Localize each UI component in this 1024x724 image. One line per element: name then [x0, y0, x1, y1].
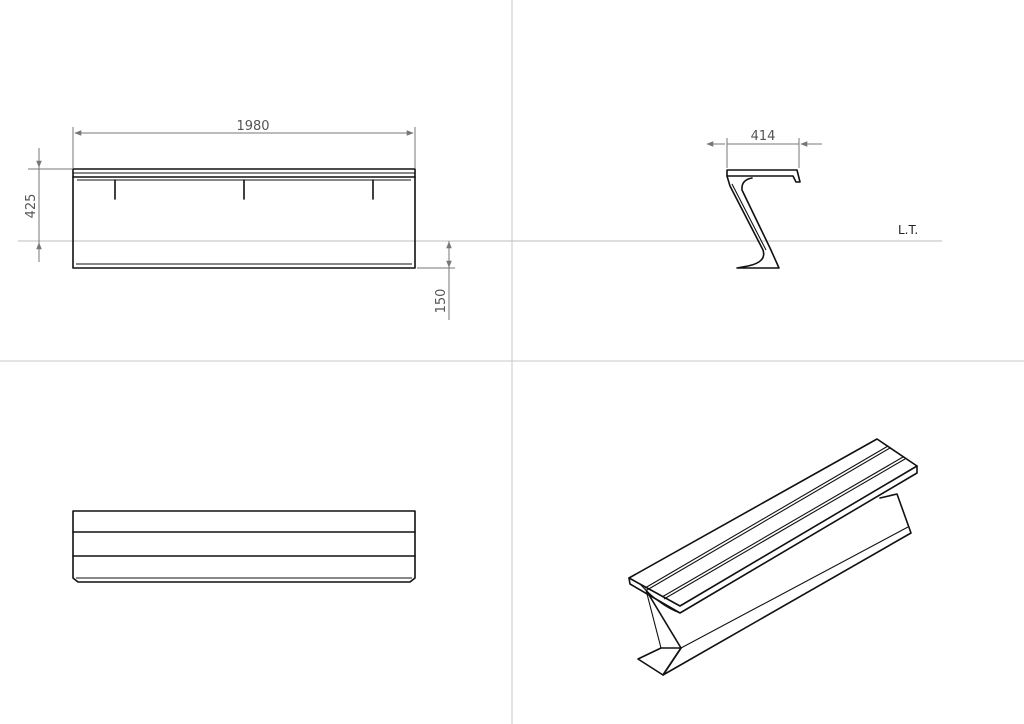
ground-line-label: L.T.	[898, 223, 918, 237]
dim-length-label: 1980	[236, 119, 269, 134]
dim-depth-label: 414	[751, 129, 776, 144]
top-seat-outline	[72, 510, 416, 583]
dim-depth: 414	[706, 129, 822, 168]
isometric-view	[628, 438, 918, 676]
top-view	[72, 510, 416, 583]
dim-ground-offset: 150	[417, 241, 455, 320]
iso-slat-line-1	[644, 445, 889, 589]
side-seat-profile	[726, 169, 801, 183]
iso-foot-plate	[637, 647, 682, 676]
dim-length: 1980	[72, 119, 416, 168]
dim-ground-offset-label: 150	[434, 289, 449, 314]
front-view: 1980 425 150	[24, 119, 455, 320]
iso-support-panel	[645, 493, 912, 676]
side-view: 414 L.T.	[706, 129, 918, 269]
iso-seat-top	[628, 438, 918, 607]
iso-slat-line-2	[661, 456, 904, 598]
dim-height: 425	[24, 148, 72, 262]
front-support-panel	[72, 176, 416, 269]
side-z-support	[726, 175, 780, 269]
dim-height-label: 425	[24, 194, 39, 219]
